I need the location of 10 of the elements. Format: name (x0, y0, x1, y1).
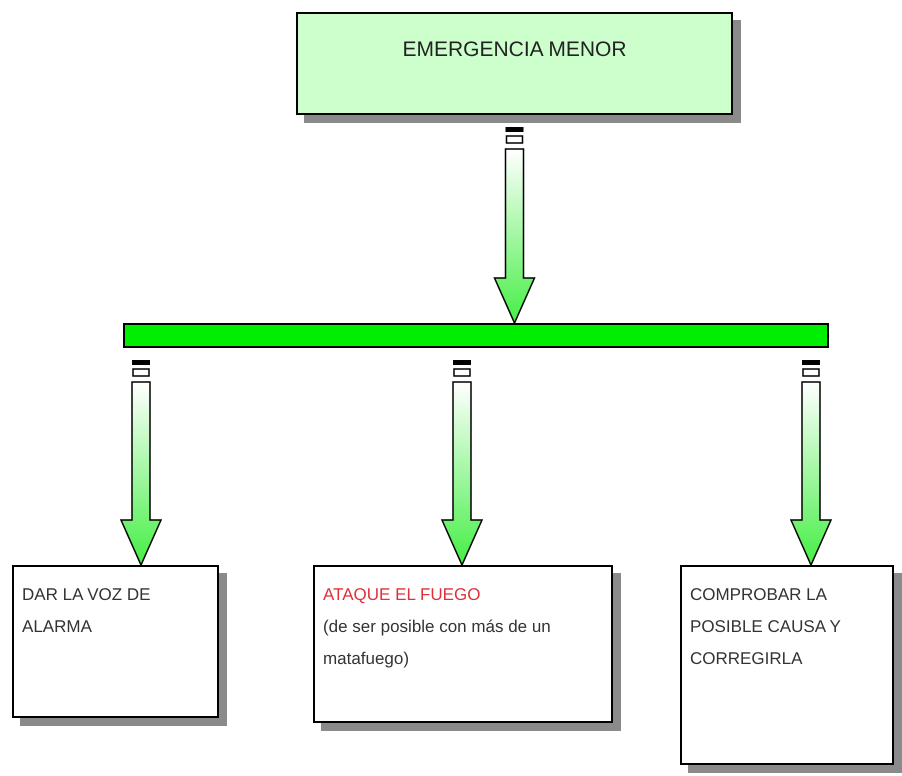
block-arrow (120, 381, 162, 567)
action-text: COMPROBAR LA POSIBLE CAUSA Y CORREGIRLA (690, 584, 842, 670)
block-arrow (440, 381, 484, 567)
horizontal-bar (123, 323, 829, 348)
action-heading: ATAQUE EL FUEGO (323, 584, 482, 606)
action-text: (de ser posible con más de un matafuego) (323, 616, 552, 670)
action-text: DAR LA VOZ DE ALARMA (22, 584, 152, 638)
block-arrow (493, 148, 536, 325)
title-text: EMERGENCIA MENOR (402, 37, 627, 63)
block-arrow (790, 381, 832, 567)
